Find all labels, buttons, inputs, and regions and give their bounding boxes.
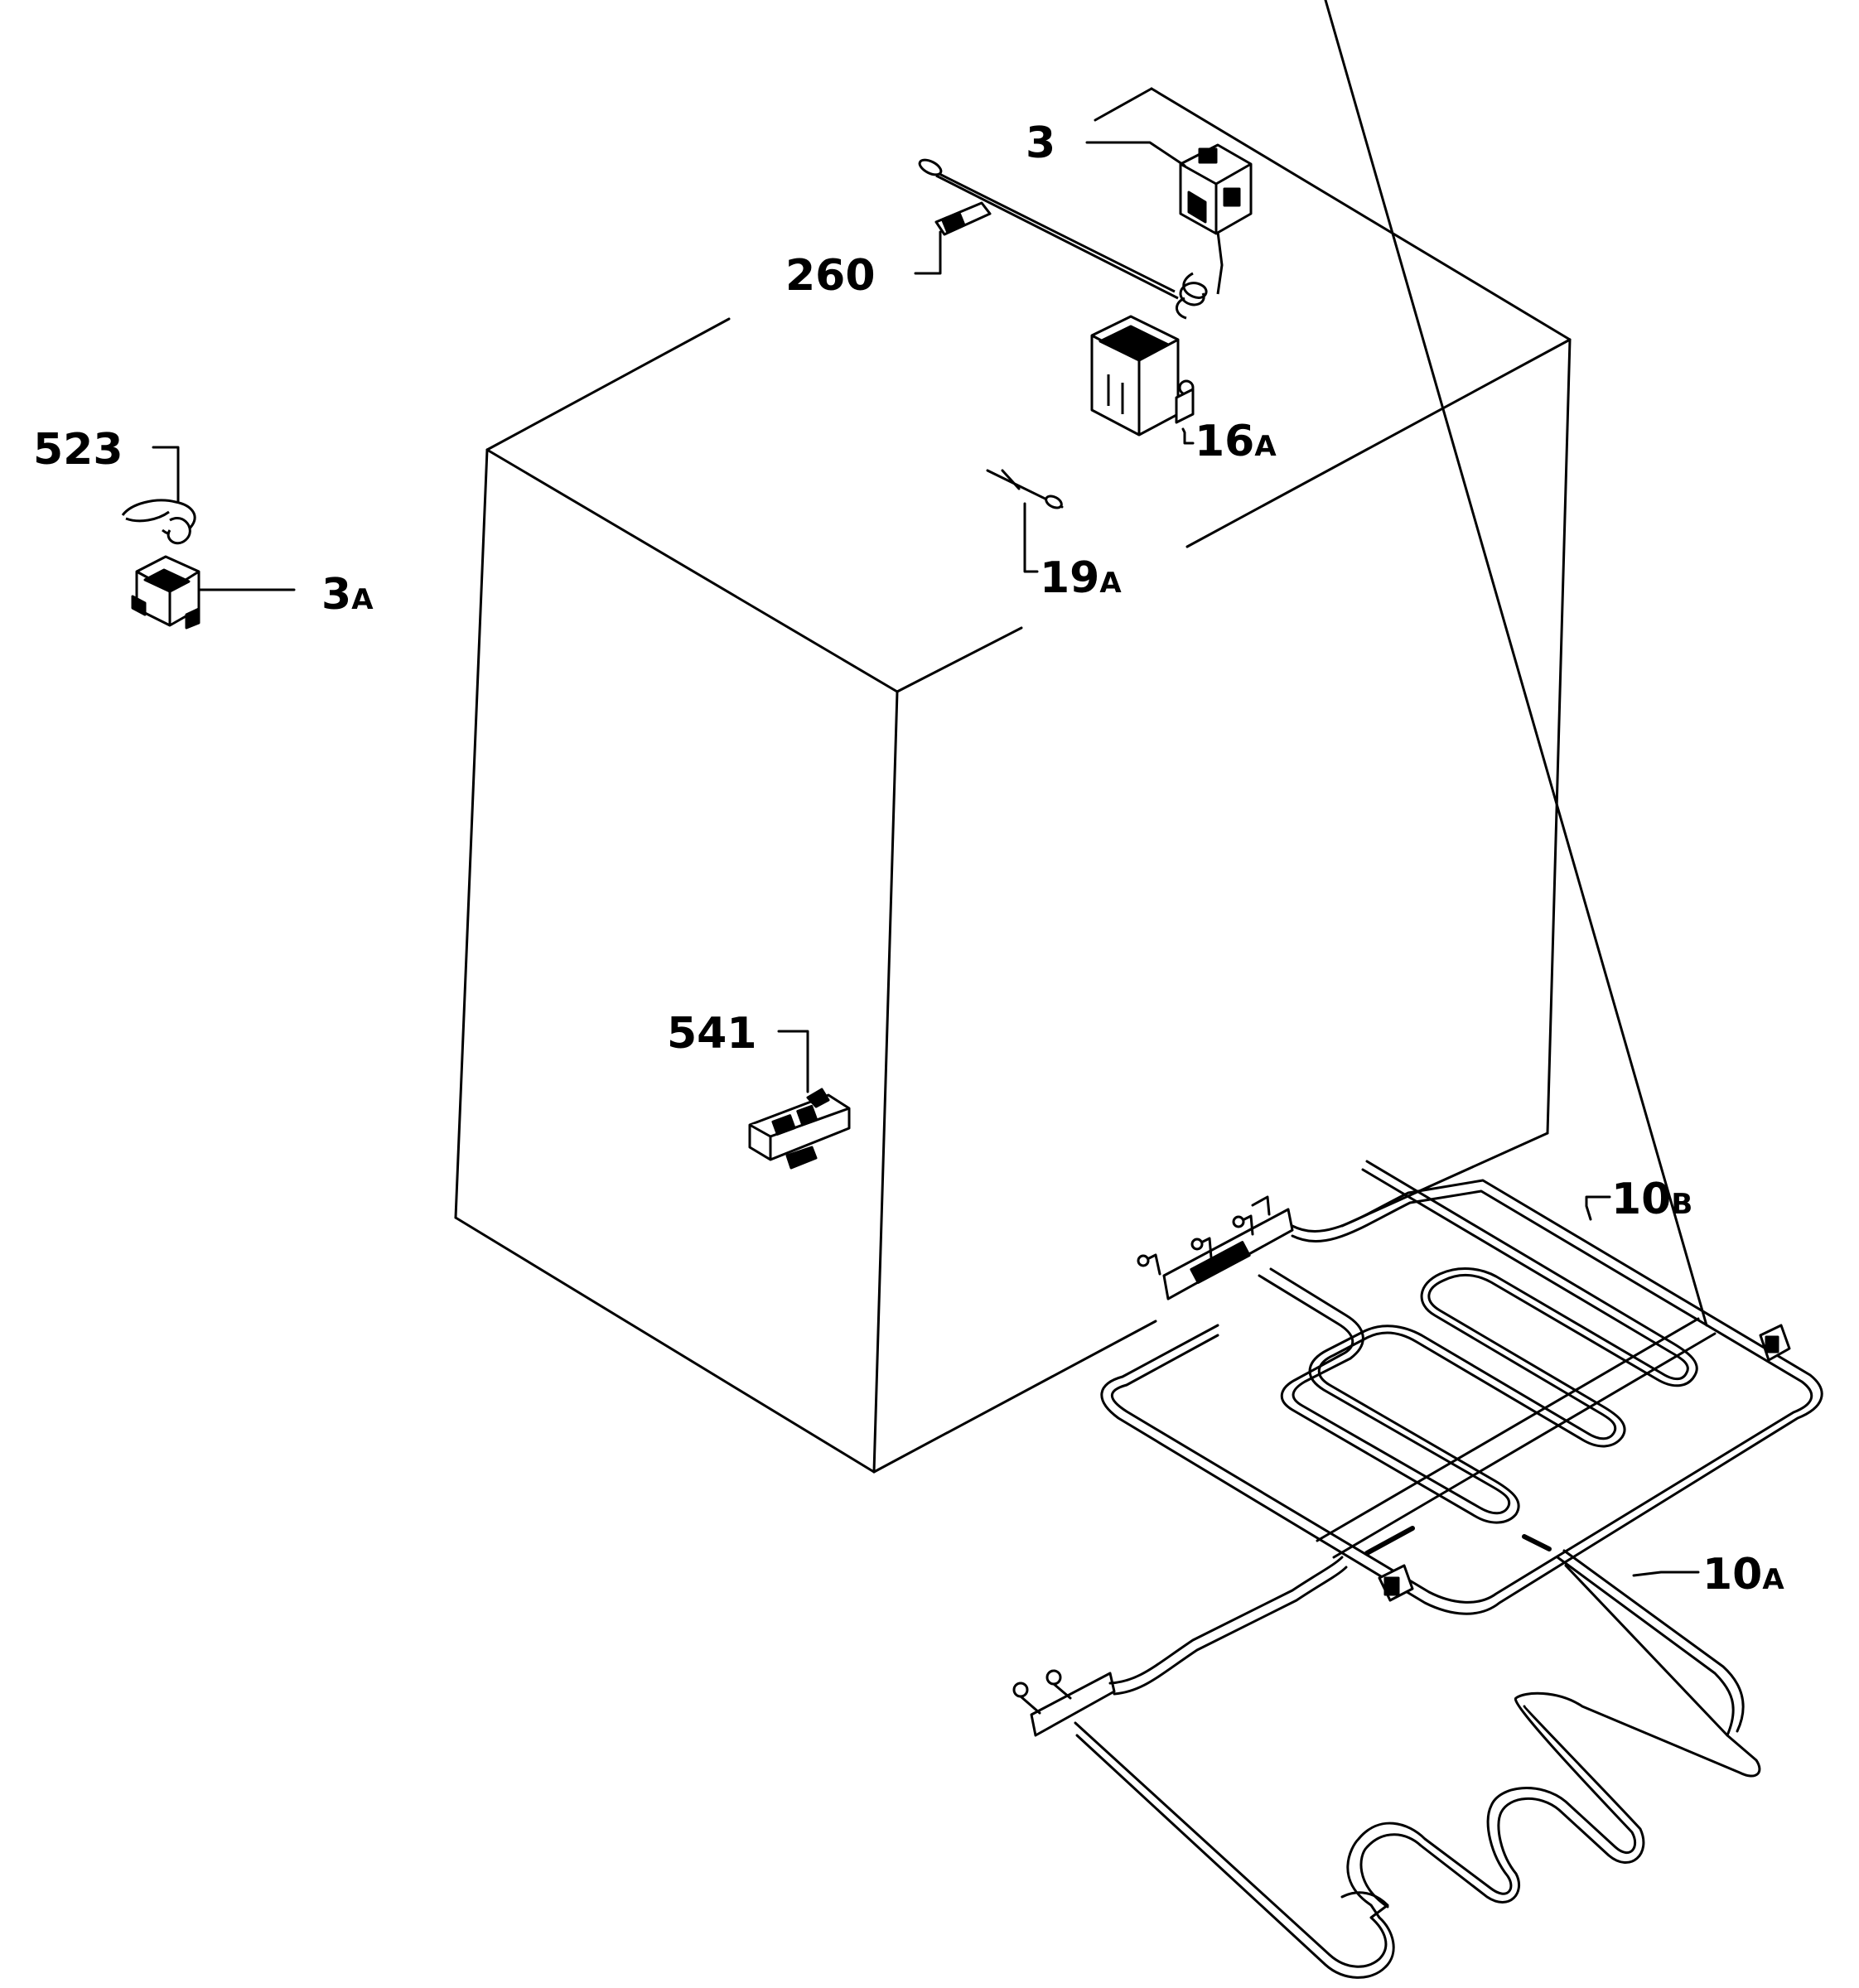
callout-10a: 10A: [1702, 1550, 1784, 1600]
callout-3a: 3A: [321, 570, 374, 620]
callout-260: 260: [785, 251, 876, 301]
callout-541: 541: [667, 1009, 757, 1059]
callout-16a: 16A: [1195, 417, 1277, 466]
thermostat-icon: [918, 143, 1253, 320]
lamp-holder-icon: [121, 499, 200, 630]
callout-3: 3: [1026, 118, 1055, 168]
callout-10b: 10B: [1611, 1175, 1692, 1224]
callout-labels: 3 260 16A 19A 523 3A 541 10B 10A: [33, 118, 1784, 1600]
callout-19a: 19A: [1040, 553, 1122, 603]
leader-lines: [152, 141, 1700, 1577]
callout-523: 523: [33, 425, 123, 475]
lower-element-icon: [1012, 1549, 1761, 1979]
oven-cavity-box: [454, 87, 1572, 1474]
probe-icon: [986, 469, 1064, 509]
capillary-sensor-icon: [934, 201, 992, 236]
door-switch-icon: [748, 1088, 851, 1170]
grill-element-icon: [1100, 0, 1823, 1615]
switch-icon: [1090, 315, 1195, 437]
